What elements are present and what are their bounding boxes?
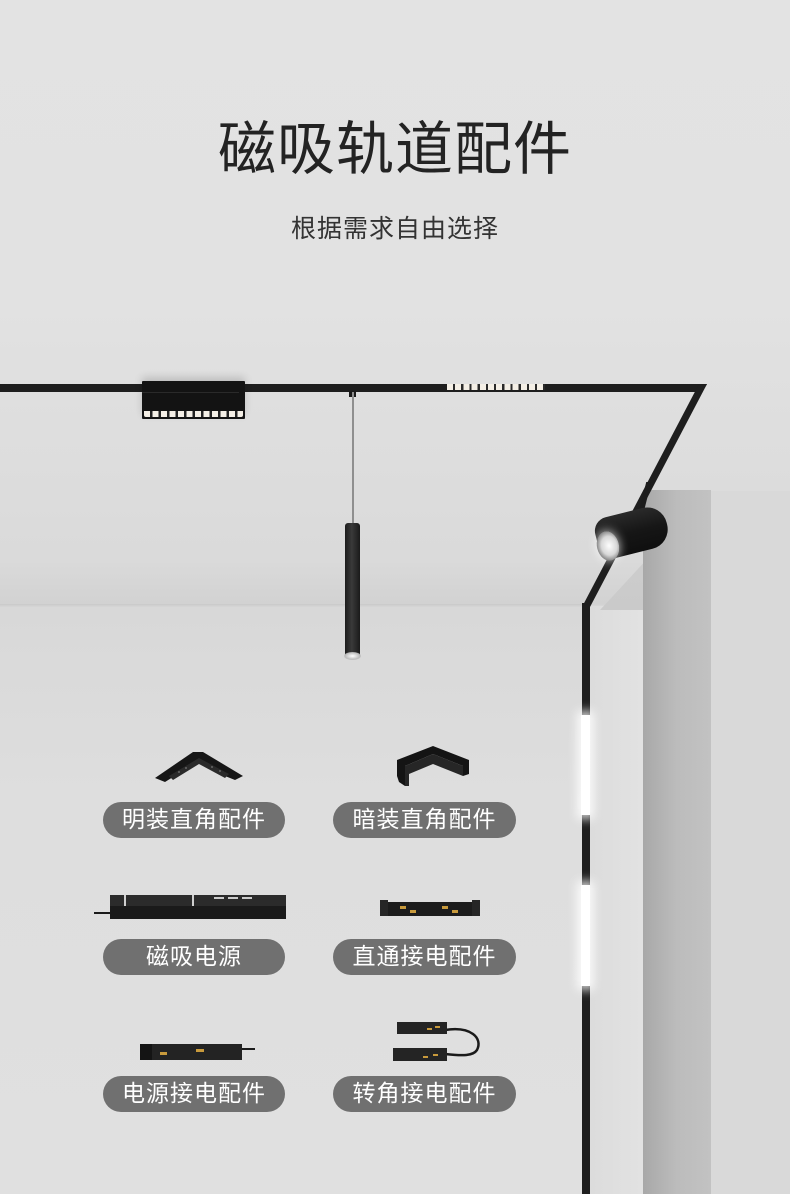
grille-light-icon — [142, 381, 245, 419]
linear-strip-light-icon — [581, 885, 590, 986]
linear-strip-light-icon — [581, 715, 590, 815]
product-label-power-feed-connector[interactable]: 电源接电配件 — [103, 1076, 285, 1112]
pillar-side-face — [643, 490, 711, 1194]
pendant-glow — [344, 652, 361, 660]
pillar-front-face — [711, 491, 790, 1194]
recessed-led-icon — [447, 384, 545, 390]
surface-corner-connector-icon — [155, 752, 243, 782]
pendant-cord — [352, 392, 354, 525]
recessed-corner-connector-icon — [397, 746, 469, 786]
pendant-light-icon — [345, 523, 360, 657]
product-label-recessed-corner[interactable]: 暗装直角配件 — [333, 802, 516, 838]
page-title: 磁吸轨道配件 — [217, 115, 572, 183]
product-label-power-driver[interactable]: 磁吸电源 — [103, 939, 285, 975]
ceiling-wall-edge — [0, 604, 583, 607]
magnetic-power-driver-icon — [94, 895, 286, 919]
page-subtitle: 根据需求自由选择 — [290, 214, 499, 243]
straight-power-connector-icon — [380, 900, 480, 916]
corner-power-connector-icon — [393, 1022, 480, 1061]
product-label-surface-corner[interactable]: 明装直角配件 — [103, 802, 285, 838]
wall-section — [590, 606, 643, 1194]
product-label-corner-connector[interactable]: 转角接电配件 — [333, 1076, 516, 1112]
power-feed-connector-icon — [140, 1044, 255, 1060]
product-label-straight-connector[interactable]: 直通接电配件 — [333, 939, 516, 975]
